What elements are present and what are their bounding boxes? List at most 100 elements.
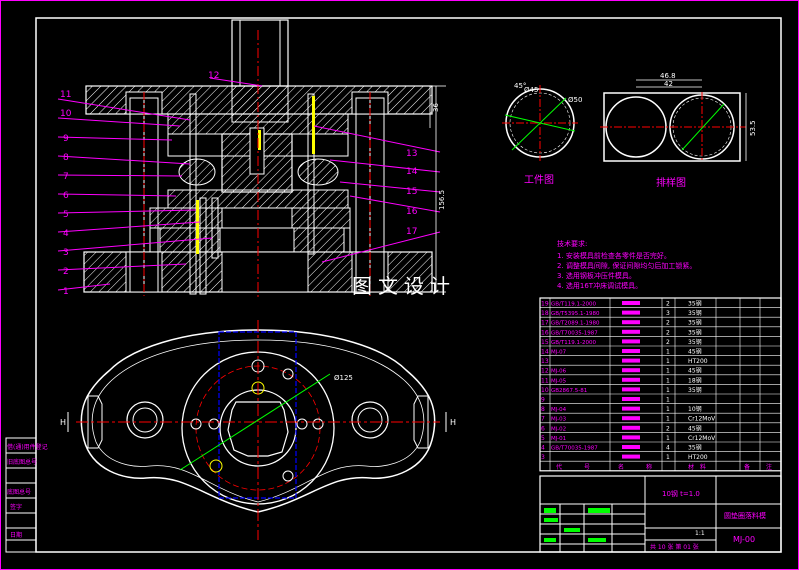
bom-row-standard: MJ-07 <box>551 350 567 356</box>
part-number: 6 <box>63 191 69 201</box>
bom-row-number: 8 <box>541 406 545 413</box>
bom-row-qty: 1 <box>666 387 670 394</box>
dim-height-label: 156.5 <box>438 190 446 210</box>
bom-row-standard: GB/T5395.1-1980 <box>551 311 600 317</box>
part-number: 14 <box>406 167 418 177</box>
tech-item: 3. 选用钢板冲压件模具。 <box>557 271 636 280</box>
bom-row-number: 11 <box>541 377 549 384</box>
bom-row-number: 5 <box>541 435 545 442</box>
bom-row-number: 3 <box>541 454 545 461</box>
bom-row-standard: MJ-06 <box>551 369 567 375</box>
workpiece-dim-d2: Ø50 <box>568 96 582 104</box>
bom-row-qty: 2 <box>666 301 670 308</box>
tech-requirements: 技术要求: 1. 安装模具前检查各零件是否完好。 2. 调整模具间隙, 保证间隙… <box>557 239 696 290</box>
bom-row-standard: GB2867.5-81 <box>551 388 587 394</box>
part-number: 10 <box>60 109 72 119</box>
bom-row-name-bar <box>622 406 640 411</box>
bom-row-standard: MJ-02 <box>551 426 566 432</box>
workpiece-dim-angle: 45° <box>514 82 526 90</box>
part-number: 7 <box>63 172 69 182</box>
bom-row-standard: GB/T119.1-2000 <box>551 340 596 346</box>
workpiece-view <box>502 85 578 161</box>
bom-row-standard: MJ-04 <box>551 407 567 413</box>
bom-row-material: 35钢 <box>688 386 702 394</box>
title-block <box>539 475 782 553</box>
bom-row-material: 45钢 <box>688 424 702 432</box>
bom-row-qty: 1 <box>666 406 670 413</box>
bom-row-qty: 1 <box>666 377 670 384</box>
bom-header-cell: 名 <box>618 463 624 471</box>
bom-row-qty: 2 <box>666 339 670 346</box>
part-number: 3 <box>63 248 69 258</box>
bom-row-material: 35钢 <box>688 328 702 336</box>
bom-row-qty: 3 <box>666 310 670 317</box>
bom-row-standard: GB/T70035-1987 <box>551 330 598 336</box>
tech-item: 2. 调整模具间隙, 保证间隙均匀后加工锁紧。 <box>557 261 696 270</box>
bom-row-standard: MJ-03 <box>551 417 567 423</box>
bom-row-number: 15 <box>541 339 549 346</box>
bom-row-name-bar <box>622 310 640 315</box>
bom-row-material: 45钢 <box>688 348 702 356</box>
bom-row-material: 10钢 <box>688 405 702 413</box>
bom-row-material: 35钢 <box>688 309 702 317</box>
part-number: 8 <box>63 153 69 163</box>
drawing-name: 圆垫圈落料模 <box>724 511 766 520</box>
part-number: 4 <box>63 229 69 239</box>
bom-row-name-bar <box>622 339 640 344</box>
bom-row-material: Cr12MoV <box>688 416 716 423</box>
tech-item: 1. 安装模具前检查各零件是否完好。 <box>557 251 671 260</box>
bom-row-standard: GB/T70035-1987 <box>551 446 598 452</box>
bom-header-cell: 备 <box>744 463 750 471</box>
bom-row-number: 16 <box>541 329 549 336</box>
dimension-height <box>429 85 446 293</box>
part-number: 13 <box>406 149 417 159</box>
part-number: 16 <box>406 207 418 217</box>
bom-row-name-bar <box>622 416 640 421</box>
bom-row-material: HT200 <box>688 454 708 461</box>
tech-title: 技术要求: <box>557 239 587 248</box>
bom-header-cell: 称 <box>646 463 652 471</box>
bom-row-name-bar <box>622 445 640 449</box>
bom-header-cell: 料 <box>700 463 706 471</box>
bom-row-number: 18 <box>541 310 549 317</box>
bom-row-name-bar <box>622 425 640 430</box>
bom-row-name-bar <box>622 454 640 459</box>
bom-row-material: 18钢 <box>688 376 702 384</box>
workpiece-dim-d1: Ø45 <box>524 86 538 94</box>
bom-row-name-bar <box>622 377 640 382</box>
bom-row-number: 13 <box>541 358 549 365</box>
bom-row-material: Cr12MoV <box>688 435 716 442</box>
bom-row-number: 19 <box>541 301 549 308</box>
strip-layout-view <box>600 79 747 162</box>
front-section-view <box>83 19 433 300</box>
part-number: 5 <box>63 210 69 220</box>
strip-dim-width: 46.8 <box>660 72 676 80</box>
part-number: 1 <box>63 287 69 297</box>
strip-dim-total: 53.5 <box>749 120 757 136</box>
part-numbers: 1 2 3 4 5 6 7 8 9 10 11 12 13 14 15 16 1… <box>60 71 418 297</box>
bom-row-name-bar <box>622 435 640 440</box>
bom-row-material: 35钢 <box>688 444 702 452</box>
bom-row-material: 45钢 <box>688 367 702 375</box>
scale-label: 1:1 <box>695 530 705 537</box>
part-number: 12 <box>208 71 219 81</box>
bom-row-number: 7 <box>541 416 545 423</box>
strip-title: 排样图 <box>656 176 686 189</box>
bom-row-qty: 1 <box>666 454 670 461</box>
tab-label: 旧底图总号 <box>7 458 37 466</box>
bom-row-name-bar <box>622 358 640 363</box>
part-leaders-left <box>57 77 263 291</box>
bom-row-qty: 1 <box>666 358 670 365</box>
part-number: 15 <box>406 187 417 197</box>
bom-header-cell: 材 <box>688 463 694 471</box>
bom-row-standard: MJ-01 <box>551 436 566 442</box>
bom-row-qty: 2 <box>666 329 670 336</box>
plan-dim-dia: Ø125 <box>334 374 353 382</box>
material-note: 10钢 t=1.0 <box>662 489 700 498</box>
bom-row-material: HT200 <box>688 358 708 365</box>
part-number: 9 <box>63 134 69 144</box>
part-number: 11 <box>60 90 71 100</box>
tab-label: 借(通)用件登记 <box>7 443 48 451</box>
